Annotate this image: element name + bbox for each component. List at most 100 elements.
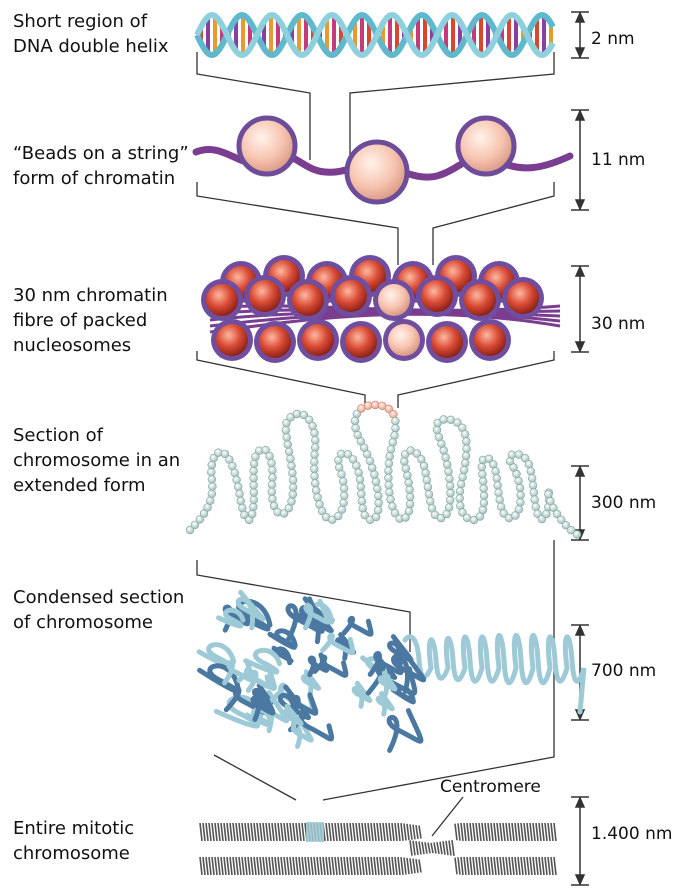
chromatin-bead xyxy=(250,496,258,504)
chromatin-bead xyxy=(446,475,454,483)
chromatin-bead xyxy=(424,483,432,491)
connector-fibre-right xyxy=(398,351,554,408)
chromatin-bead xyxy=(269,474,277,482)
chromatin-bead xyxy=(354,431,362,439)
chromatin-bead xyxy=(530,489,538,497)
chromatin-bead xyxy=(359,504,367,512)
chromatin-bead xyxy=(496,496,504,504)
chromatin-bead xyxy=(516,484,524,492)
connector-condensed-left xyxy=(214,755,296,800)
chromatin-bead xyxy=(406,486,414,494)
nucleosome xyxy=(507,282,539,314)
chromatin-bead xyxy=(532,503,540,511)
chromatin-bead xyxy=(269,495,277,503)
chromatin-bead xyxy=(529,482,537,490)
chromatin-bead xyxy=(462,452,470,460)
chromatin-bead xyxy=(372,478,380,486)
chromatin-bead xyxy=(440,416,448,424)
chromatin-bead xyxy=(311,444,319,452)
chromatin-bead xyxy=(525,460,533,468)
nucleosome xyxy=(378,284,410,316)
nucleosome xyxy=(431,326,463,358)
chromatid-fibres xyxy=(455,857,556,875)
chromatin-bead xyxy=(400,458,408,466)
chromatin-bead xyxy=(445,504,453,512)
chromatin-bead xyxy=(517,498,525,506)
chromatin-bead xyxy=(285,448,293,456)
chromatin-bead xyxy=(461,459,469,467)
chromatin-bead xyxy=(250,467,258,475)
chromatin-bead xyxy=(385,481,393,489)
chromatin-bead xyxy=(357,490,365,498)
extended-chromosome xyxy=(186,401,581,538)
condensed-loop xyxy=(344,618,371,634)
chromatin-bead xyxy=(480,499,488,507)
scale-bar-arrow xyxy=(576,111,584,120)
chromatin-bead xyxy=(248,510,256,518)
chromatin-bead xyxy=(207,468,215,476)
scale-bar-arrow xyxy=(576,200,584,209)
chromatin-bead xyxy=(385,467,393,475)
chromatin-bead xyxy=(293,410,301,418)
chromatin-bead xyxy=(573,531,581,539)
chromatin-bead xyxy=(446,482,454,490)
chromatin-bead xyxy=(289,476,297,484)
chromatin-bead xyxy=(528,474,536,482)
scale-bars xyxy=(571,12,589,885)
condensed-tail-fibre xyxy=(405,635,584,712)
chromatin-bead xyxy=(206,497,214,505)
nucleosome-bead xyxy=(458,118,514,174)
chromatin-bead xyxy=(289,491,297,499)
chromatin-bead xyxy=(385,474,393,482)
chromatin-bead xyxy=(405,479,413,487)
scale-bar-arrow xyxy=(576,13,584,22)
scale-bar-arrow xyxy=(576,798,584,807)
chromatin-bead xyxy=(311,479,319,487)
chromatin-bead xyxy=(289,483,297,491)
chromatin-bead xyxy=(288,498,296,506)
chromatin-bead xyxy=(515,477,523,485)
chromatin-bead xyxy=(462,438,470,446)
chromatin-bead xyxy=(250,481,258,489)
mitotic-chromosome xyxy=(200,822,556,875)
chromatin-bead xyxy=(515,505,523,513)
chromatin-bead xyxy=(480,485,488,493)
chromatin-bead xyxy=(208,475,216,483)
chromatin-bead xyxy=(478,463,486,471)
chromatin-bead xyxy=(385,460,393,468)
chromatin-bead xyxy=(387,496,395,504)
nucleosome xyxy=(259,326,291,358)
chromatin-bead xyxy=(422,469,430,477)
connector-beads-right xyxy=(433,182,554,265)
nucleosome xyxy=(335,280,367,312)
chromatin-bead xyxy=(249,503,257,511)
chromatin-bead xyxy=(250,460,258,468)
chromatin-bead xyxy=(479,506,487,514)
chromatin-bead xyxy=(283,434,291,442)
chromatin-bead xyxy=(355,469,363,477)
chromatin-bead xyxy=(371,401,379,409)
chromatin-bead xyxy=(314,494,322,502)
chromatin-bead xyxy=(268,481,276,489)
chromatin-bead xyxy=(446,496,454,504)
nucleosome xyxy=(302,324,334,356)
chromatin-bead xyxy=(387,446,395,454)
chromatin-bead xyxy=(231,469,239,477)
chromatid-fibres xyxy=(200,857,421,875)
nucleosome xyxy=(292,284,324,316)
chromatin-bead xyxy=(268,459,276,467)
chromatin-bead xyxy=(370,471,378,479)
chromatin-bead xyxy=(311,436,319,444)
nucleosome-bead xyxy=(239,118,295,174)
chromatin-bead xyxy=(508,451,516,459)
scale-bar-arrow xyxy=(576,626,584,635)
chromatin-bead xyxy=(269,466,277,474)
chromatin-bead xyxy=(340,499,348,507)
scale-bar-arrow xyxy=(576,875,584,884)
chromatin-bead xyxy=(517,491,525,499)
chromatin-bead xyxy=(236,490,244,498)
chromatin-bead xyxy=(392,417,400,425)
chromatin-bead xyxy=(373,485,381,493)
chromatin-bead xyxy=(406,493,414,501)
chromatin-bead xyxy=(494,482,502,490)
